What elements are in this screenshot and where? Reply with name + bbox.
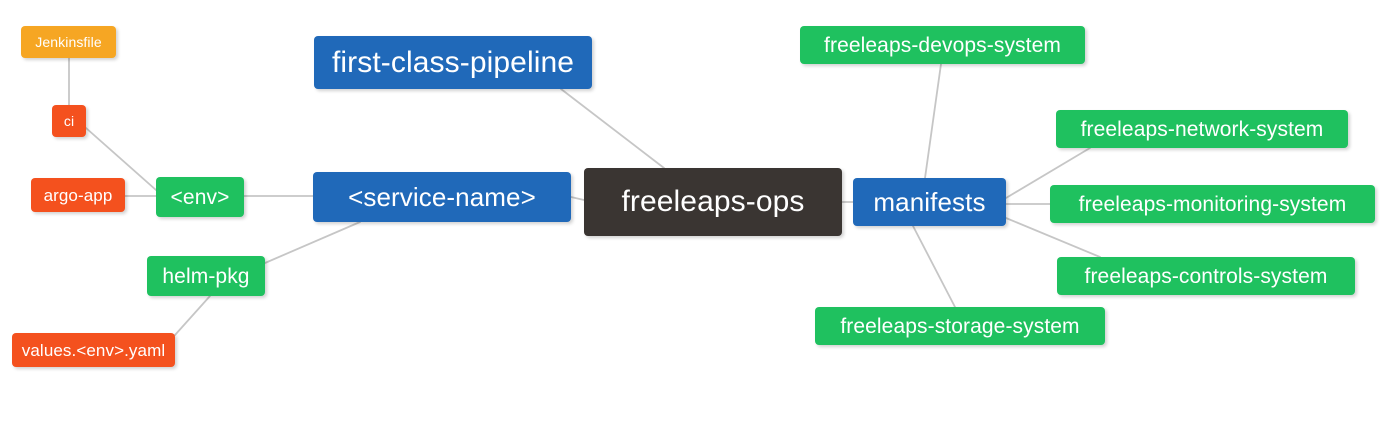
edge-manifests-to-freeleaps-network-system	[1005, 147, 1091, 199]
edge-helm-pkg-to-service-name	[264, 221, 361, 264]
node-freeleaps-network-system[interactable]: freeleaps-network-system	[1056, 110, 1348, 148]
node-label: manifests	[873, 187, 986, 217]
node-first-class-pipeline[interactable]: first-class-pipeline	[314, 36, 592, 89]
node-label: values.<env>.yaml	[21, 340, 166, 360]
node-label: freeleaps-monitoring-system	[1078, 192, 1347, 216]
node-argo-app[interactable]: argo-app	[31, 178, 125, 212]
node-label: freeleaps-controls-system	[1084, 264, 1328, 288]
node-jenkinsfile[interactable]: Jenkinsfile	[21, 26, 116, 58]
node-freeleaps-storage-system[interactable]: freeleaps-storage-system	[815, 307, 1105, 345]
node-freeleaps-ops[interactable]: freeleaps-ops	[584, 168, 842, 236]
node-label: <env>	[170, 185, 230, 209]
edge-values-yaml-to-helm-pkg	[174, 295, 211, 336]
edge-manifests-to-freeleaps-controls-system	[1005, 217, 1101, 258]
edge-first-class-pipeline-to-freeleaps-ops	[560, 88, 665, 169]
node-freeleaps-devops-system[interactable]: freeleaps-devops-system	[800, 26, 1085, 64]
node-label: first-class-pipeline	[331, 45, 575, 79]
node-label: <service-name>	[348, 182, 536, 212]
node-ci[interactable]: ci	[52, 105, 86, 137]
node-label: helm-pkg	[162, 264, 250, 288]
edge-service-name-to-freeleaps-ops	[570, 196, 585, 201]
node-label: freeleaps-storage-system	[840, 314, 1080, 338]
node-freeleaps-controls-system[interactable]: freeleaps-controls-system	[1057, 257, 1355, 295]
node-label: ci	[63, 113, 75, 129]
node-label: freeleaps-network-system	[1080, 117, 1324, 141]
node-helm-pkg[interactable]: helm-pkg	[147, 256, 265, 296]
node-manifests[interactable]: manifests	[853, 178, 1006, 226]
edge-manifests-to-freeleaps-devops-system	[924, 63, 942, 179]
edge-manifests-to-freeleaps-storage-system	[912, 225, 956, 308]
node-service-name[interactable]: <service-name>	[313, 172, 571, 222]
node-label: freeleaps-ops	[621, 185, 805, 218]
node-freeleaps-monitoring-system[interactable]: freeleaps-monitoring-system	[1050, 185, 1375, 223]
node-values-yaml[interactable]: values.<env>.yaml	[12, 333, 175, 367]
node-label: Jenkinsfile	[35, 34, 102, 50]
node-label: freeleaps-devops-system	[824, 33, 1061, 57]
edge-ci-to-env	[85, 127, 157, 191]
node-env[interactable]: <env>	[156, 177, 244, 217]
node-label: argo-app	[43, 185, 113, 205]
